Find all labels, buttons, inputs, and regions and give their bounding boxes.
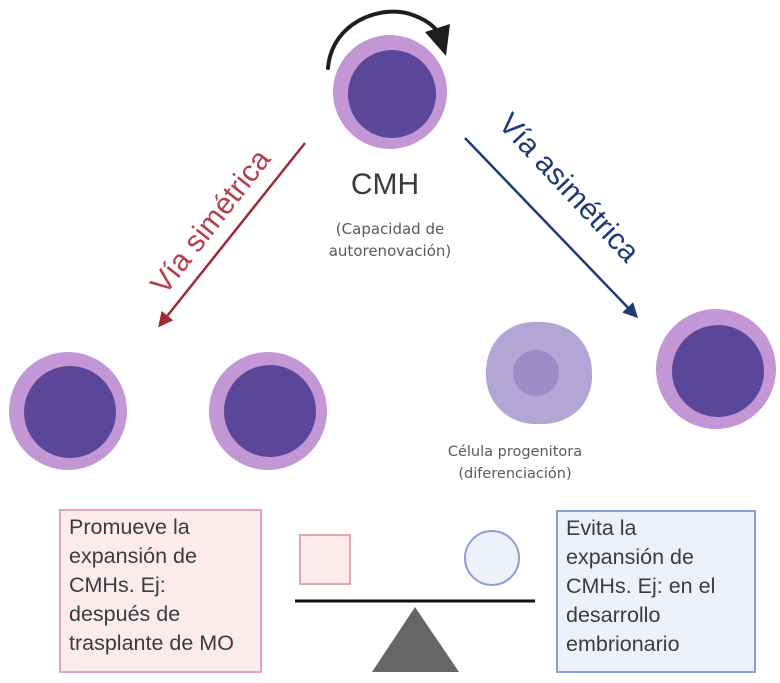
asymmetric-outcome-box: Evita la expansión de CMHs. Ej: en el de…: [556, 510, 756, 673]
hsc-subtitle-line: (Capacidad de: [335, 220, 445, 238]
hsc-cell-daughter-left-1: [9, 352, 127, 470]
hsc-subtitle-line: autorenovación): [328, 242, 452, 260]
hsc-cell-daughter-right: [656, 309, 776, 429]
hsc-title: CMH: [350, 168, 420, 201]
square-symbol: [299, 534, 351, 585]
circle-symbol: [464, 530, 520, 586]
self-renewal-arrow-icon: [326, 9, 450, 70]
symmetric-outcome-box: Promueve la expansión de CMHs. Ej: despu…: [59, 509, 262, 673]
progenitor-label-line: (diferenciación): [458, 466, 572, 482]
progenitor-cell: [485, 321, 593, 425]
symmetric-path-arrow: [158, 142, 306, 328]
hsc-cell-daughter-left-2: [209, 352, 327, 470]
asymmetric-path-arrow: [464, 137, 639, 319]
balance-fulcrum-icon: [372, 607, 459, 672]
hsc-cell-center: [333, 35, 447, 149]
hsc-subtitle: (Capacidad de autorenovación): [305, 218, 475, 262]
progenitor-label-line: Célula progenitora: [447, 444, 583, 460]
symmetric-path-label: Vía simétrica: [145, 143, 278, 300]
progenitor-label: Célula progenitora (diferenciación): [425, 441, 605, 485]
